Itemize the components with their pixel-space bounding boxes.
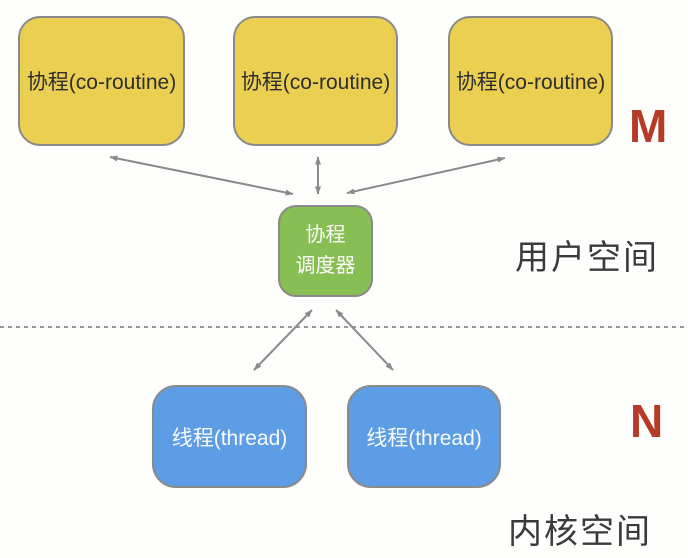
thread-node-2: 线程(thread) bbox=[347, 385, 501, 488]
coroutine-node-2-label: 协程(co-routine) bbox=[240, 71, 391, 94]
scheduler-node: 协程 调度器 bbox=[278, 205, 373, 297]
coroutine-node-1-label: 协程(co-routine) bbox=[26, 71, 177, 94]
multiplicity-label-n: N bbox=[630, 395, 664, 447]
multiplicity-label-m: M bbox=[629, 100, 668, 152]
bidirectional-arrow-scheduler-thread2 bbox=[335, 309, 394, 371]
user-space-label: 用户空间 bbox=[515, 239, 659, 277]
coroutine-node-1: 协程(co-routine) bbox=[18, 16, 185, 146]
bidirectional-arrow-coroutine3-scheduler bbox=[346, 156, 506, 195]
coroutine-node-3-label: 协程(co-routine) bbox=[455, 71, 606, 94]
kernel-space-label: 内核空间 bbox=[508, 513, 652, 551]
scheduler-node-label-line2: 调度器 bbox=[295, 255, 356, 277]
space-divider-dotted-line bbox=[0, 326, 688, 328]
bidirectional-arrow-scheduler-thread1 bbox=[253, 309, 313, 371]
thread-node-1-label: 线程(thread) bbox=[171, 426, 288, 450]
thread-node-1: 线程(thread) bbox=[152, 385, 307, 488]
coroutine-node-3: 协程(co-routine) bbox=[448, 16, 613, 146]
bidirectional-arrow-coroutine1-scheduler bbox=[109, 155, 294, 196]
coroutine-node-2: 协程(co-routine) bbox=[233, 16, 398, 146]
scheduler-node-label-line1: 协程 bbox=[305, 224, 346, 246]
thread-node-2-label: 线程(thread) bbox=[366, 426, 482, 450]
